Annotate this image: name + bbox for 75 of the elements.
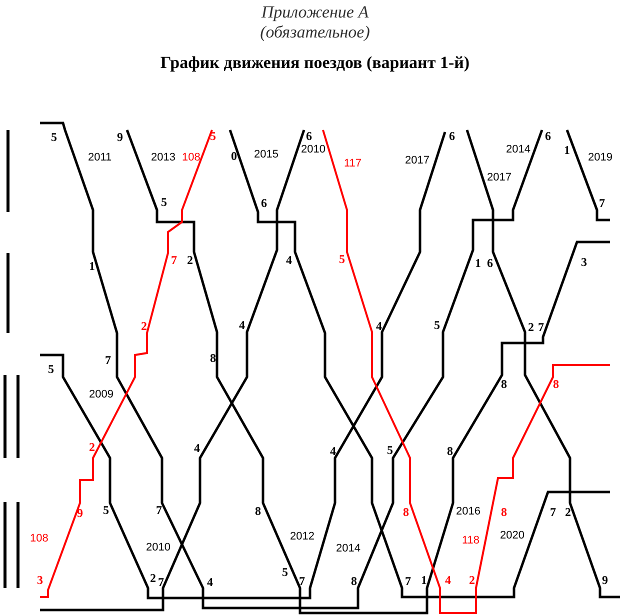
station-number: 8 (210, 352, 216, 364)
station-number: 5 (339, 253, 345, 265)
station-number: 1 (564, 144, 570, 156)
train-number: 2009 (89, 390, 114, 400)
station-number: 4 (194, 442, 200, 454)
train-number: 118 (462, 536, 480, 546)
station-number: 2 (187, 254, 193, 266)
train-number: 2012 (290, 532, 314, 542)
station-number: 5 (387, 444, 393, 456)
train-number: 2020 (500, 530, 524, 542)
station-number: 5 (161, 196, 167, 208)
station-number: 2 (150, 572, 156, 584)
train-number: 2017 (487, 172, 512, 184)
station-number: 7 (550, 506, 556, 518)
station-number: 3 (581, 256, 587, 268)
station-number: 9 (602, 574, 608, 586)
station-number: 2 (528, 321, 534, 333)
station-number: 5 (48, 363, 54, 375)
station-number: 7 (299, 575, 305, 587)
chart-title: График движения поездов (вариант 1-й) (159, 52, 471, 74)
station-number: 4 (330, 445, 336, 457)
station-number: 6 (261, 197, 267, 209)
station-number: 5 (434, 319, 440, 331)
station-number: 8 (447, 445, 453, 457)
station-number: 6 (545, 130, 551, 142)
station-number: 3 (37, 574, 43, 586)
train-number: 2014 (336, 544, 360, 554)
station-number: 5 (282, 566, 288, 578)
heading-note: (обязательное) (260, 24, 370, 40)
train-number: 2014 (506, 144, 530, 156)
train-number: 2013 (151, 152, 176, 164)
station-number: 4 (445, 574, 451, 586)
station-number: 4 (207, 576, 213, 588)
train-number: 2016 (456, 506, 480, 518)
station-number: 8 (501, 378, 507, 390)
station-number: 2 (565, 506, 571, 518)
station-number: 4 (376, 320, 382, 332)
train-number: 117 (344, 158, 362, 170)
station-number: 5 (51, 131, 57, 143)
station-number: 0 (231, 150, 237, 162)
station-number: 8 (255, 505, 261, 517)
train-number: 2010 (146, 542, 170, 554)
station-number: 8 (403, 506, 409, 518)
station-number: 2 (89, 441, 95, 453)
heading-note: Приложение А (261, 4, 369, 20)
train-number: 108 (182, 152, 200, 164)
station-number: 2 (469, 574, 475, 586)
station-number: 6 (306, 130, 312, 142)
station-number: 7 (599, 197, 605, 209)
station-number: 7 (538, 321, 544, 333)
train-number: 2017 (405, 156, 430, 166)
station-number: 4 (286, 254, 292, 266)
station-number: 1 (475, 257, 481, 269)
station-number: 7 (105, 354, 111, 366)
station-number: 7 (156, 504, 162, 516)
station-number: 6 (487, 257, 493, 269)
train-number: 2019 (588, 152, 612, 164)
train-number: 108 (30, 534, 48, 544)
train-number: 2015 (254, 150, 278, 160)
station-number: 7 (171, 254, 177, 266)
train-number: 2010 (301, 144, 326, 156)
station-number: 1 (89, 260, 95, 272)
station-number: 1 (421, 574, 427, 586)
station-number: 8 (553, 378, 559, 390)
station-number: 5 (103, 504, 109, 516)
station-number: 2 (141, 320, 147, 332)
train-number: 2011 (88, 152, 112, 164)
station-number: 9 (117, 131, 123, 143)
station-number: 8 (351, 575, 357, 587)
station-number: 7 (158, 576, 164, 588)
station-number: 6 (449, 130, 455, 142)
station-number: 9 (77, 507, 83, 519)
station-number: 7 (405, 575, 411, 587)
station-number: 4 (239, 319, 245, 331)
station-number: 8 (501, 506, 507, 518)
